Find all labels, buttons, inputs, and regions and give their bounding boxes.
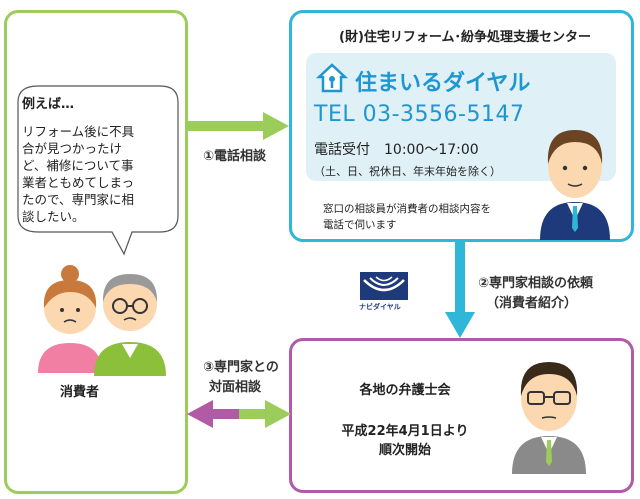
speech-bubble: [17, 85, 179, 256]
consumer-example: 例えば… リフォーム後に不具 合が見つかったけ ど、補修について事 業者ともめて…: [22, 96, 177, 225]
house-logo-icon: [316, 63, 348, 93]
counselor-illustration: [540, 130, 610, 240]
meeting-arrow: [187, 400, 291, 428]
closed-days: （土、日、祝休日、年末年始を除く）: [314, 165, 501, 178]
consumers-illustration: [38, 265, 166, 376]
example-line: リフォーム後に不具: [22, 124, 135, 139]
phone-arrow: [187, 112, 289, 140]
center-title: (財)住宅リフォーム･紛争処理支援センター: [339, 30, 591, 45]
referral-label: ②専門家相談の依頼: [478, 276, 594, 291]
business-hours: 電話受付 10:00～17:00: [314, 142, 479, 158]
phone-consult-label: ①電話相談: [203, 149, 267, 164]
example-heading: 例えば…: [22, 97, 75, 112]
hotline-brand: 住まいるダイヤル: [355, 71, 531, 96]
navi-dial-text: ナビダイヤル: [359, 303, 401, 311]
example-line: 談したい。: [22, 209, 85, 224]
example-line: ど、補修について事: [22, 158, 134, 173]
navi-dial-logo-icon: [360, 272, 408, 300]
lawyer-info: 各地の弁護士会 平成22年4月1日より 順次開始: [325, 381, 485, 460]
referral-arrow: [445, 242, 475, 338]
phone-number: TEL 03-3556-5147: [314, 102, 525, 127]
note-line: 窓口の相談員が消費者の相談内容を: [323, 203, 491, 215]
meeting-label: ③専門家との: [203, 360, 279, 375]
example-line: 合が見つかったけ: [22, 141, 123, 156]
lawyer-illustration: [512, 362, 586, 474]
center-note: 窓口の相談員が消費者の相談内容を 電話で伺います: [323, 201, 523, 233]
note-line: 電話で伺います: [323, 219, 397, 231]
example-line: たので、専門家に相: [22, 192, 135, 207]
start-note: 順次開始: [378, 443, 431, 458]
example-line: 業者ともめてしまっ: [22, 175, 135, 190]
consumer-label: 消費者: [60, 385, 100, 400]
start-date: 平成22年4月1日より: [341, 424, 469, 439]
referral-sublabel: （消費者紹介）: [486, 296, 578, 311]
bar-association-title: 各地の弁護士会: [359, 383, 451, 398]
meeting-sublabel: 対面相談: [209, 380, 262, 395]
